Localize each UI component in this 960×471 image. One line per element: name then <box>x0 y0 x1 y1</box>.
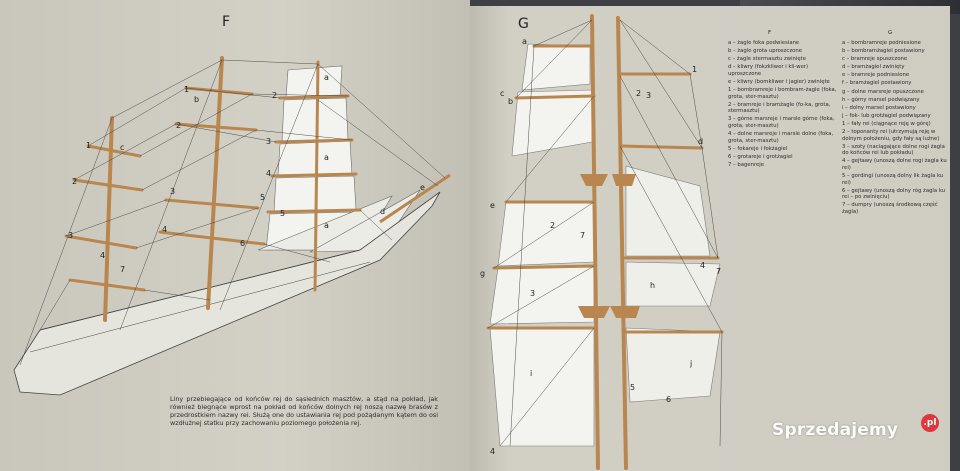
legend-item: 2 – toponanty rei (utrzymują reję w doln… <box>842 129 940 142</box>
rigging <box>19 59 446 366</box>
legend-item: 1 – bombramreje i bombram-żagle (foka, g… <box>728 87 837 100</box>
svg-text:a: a <box>522 37 527 46</box>
legend-item: d – bramżagiel zwinięty <box>842 64 905 71</box>
svg-text:3: 3 <box>170 187 175 196</box>
legend-item: a – bombramreje podniesione <box>842 40 921 46</box>
ship-hull <box>13 191 441 396</box>
legend-item: c – żagle stermasztu zwinięte <box>728 56 806 63</box>
legend-item: 7 – dumpry (unoszą środkową część żagla) <box>842 202 938 216</box>
legend-item: 6 – grotareje i grotżagiel <box>728 153 793 160</box>
watermark-badge: .pl <box>921 414 939 432</box>
svg-text:3: 3 <box>646 91 651 100</box>
svg-text:7: 7 <box>120 265 125 274</box>
svg-text:b: b <box>508 97 513 106</box>
svg-text:e: e <box>490 201 495 210</box>
svg-text:a: a <box>324 221 329 230</box>
svg-text:1: 1 <box>692 65 697 74</box>
svg-text:2: 2 <box>272 91 277 100</box>
right-yards <box>486 44 724 334</box>
svg-text:3: 3 <box>68 231 73 240</box>
diagram-labels: 1b 22 33 44 55 67 aa a1 23 4c de <box>68 73 425 274</box>
legend-item: e – kliwry (bomkliwer i jagier) zwinięte <box>728 78 830 85</box>
svg-text:4: 4 <box>700 261 705 270</box>
svg-text:i: i <box>530 369 532 378</box>
svg-text:g: g <box>480 269 485 278</box>
svg-text:4: 4 <box>162 225 167 234</box>
legend-item: j – fok- lub grotżagiel podwiązany <box>842 112 931 119</box>
left-page: F <box>0 0 470 471</box>
legend-item: 5 – fokareje i fokżagiel <box>728 145 788 152</box>
svg-text:2: 2 <box>550 221 555 230</box>
legend-item: b – żagle grota uproszczone <box>728 48 802 55</box>
mast-tops <box>578 174 640 318</box>
legend-item: g – dolne marsreje opuszczone <box>842 88 924 95</box>
right-mast-sails <box>625 165 721 403</box>
svg-text:7: 7 <box>716 267 721 276</box>
legend-head-f: F <box>768 30 772 36</box>
legend-left-column: a – żagle foka podwiesiane b – żagle gro… <box>728 40 840 170</box>
legend-item: i – dolny marsel postawiony <box>842 104 916 111</box>
yards <box>64 86 362 292</box>
svg-text:2: 2 <box>176 121 181 130</box>
legend-item: 5 – gordingi (unoszą dolny lik żagla ku … <box>842 173 944 186</box>
caption-text: Liny przebiegające od końców rej do sąsi… <box>170 395 438 427</box>
svg-text:5: 5 <box>630 383 635 392</box>
figure-label-right: G <box>518 16 529 32</box>
right-rigging <box>487 19 723 447</box>
legend-block: F G a – żagle foka podwiesiane b – żagle… <box>728 30 950 370</box>
svg-text:1: 1 <box>86 141 91 150</box>
legend-head-g: G <box>888 30 893 36</box>
svg-text:3: 3 <box>266 137 271 146</box>
svg-text:4: 4 <box>490 447 495 456</box>
figure-label-left: F <box>222 14 231 30</box>
svg-text:a: a <box>324 73 329 82</box>
svg-text:5: 5 <box>260 193 265 202</box>
legend-item: 3 – górne marsreje i marsle górne (foka,… <box>728 116 835 130</box>
legend-item: 1 – fały rei (ciągnące reję w górę) <box>842 120 931 127</box>
legend-item: d – kliwry (fokzkliwer i kli-wer) uprosz… <box>728 64 809 77</box>
svg-text:b: b <box>194 95 199 104</box>
legend-item: e – bramreje podniesione <box>842 72 910 79</box>
svg-text:3: 3 <box>530 289 535 298</box>
svg-text:4: 4 <box>266 169 271 178</box>
legend-item: h – górny marsel podwiązany <box>842 96 920 103</box>
legend-item: 3 – szoty (naciągające dolne rogi żagla … <box>842 143 945 157</box>
svg-text:2: 2 <box>72 177 77 186</box>
svg-text:j: j <box>689 359 692 368</box>
legend-item: 4 – dolne marsreje i marsle dolne (foka,… <box>728 131 834 144</box>
legend-item: a – żagle foka podwiesiane <box>728 40 800 46</box>
svg-text:7: 7 <box>580 231 585 240</box>
legend-item: 4 – gejtawy (unoszą dolne rogi żagla ku … <box>842 158 947 171</box>
ship-diagram-left: 1b 22 33 44 55 67 aa a1 23 4c de <box>13 56 451 396</box>
legend-item: f – bramżagiel postawiony <box>842 80 912 87</box>
svg-text:a: a <box>324 153 329 162</box>
svg-text:h: h <box>650 281 655 290</box>
right-masts <box>590 14 628 470</box>
legend-right-column: a – bombramreje podniesione b – bombramż… <box>842 40 950 217</box>
svg-text:6: 6 <box>240 239 245 248</box>
legend-item: c – bramreje spuszczone <box>842 56 908 63</box>
svg-text:c: c <box>500 89 504 98</box>
svg-text:6: 6 <box>666 395 671 404</box>
svg-text:5: 5 <box>280 209 285 218</box>
legend-item: 6 – gejtawy (unoszą dolny róg żagla ku r… <box>842 187 946 201</box>
watermark-text: Sprzedajemy <box>772 420 899 440</box>
legend-item: 7 – bagenreje <box>728 162 765 168</box>
left-mast-sails <box>489 43 595 447</box>
legend-item: 2 – bramreje i bramżagle (fo-ka, grota, … <box>728 101 831 115</box>
svg-text:c: c <box>120 143 124 152</box>
svg-text:e: e <box>420 183 425 192</box>
svg-text:d: d <box>380 207 385 216</box>
svg-text:1: 1 <box>184 85 189 94</box>
svg-text:4: 4 <box>100 251 105 260</box>
svg-text:2: 2 <box>636 89 641 98</box>
legend-item: b – bombramżagiel postawiony <box>842 48 925 55</box>
svg-text:d: d <box>698 137 703 146</box>
right-page: G <box>470 6 950 471</box>
